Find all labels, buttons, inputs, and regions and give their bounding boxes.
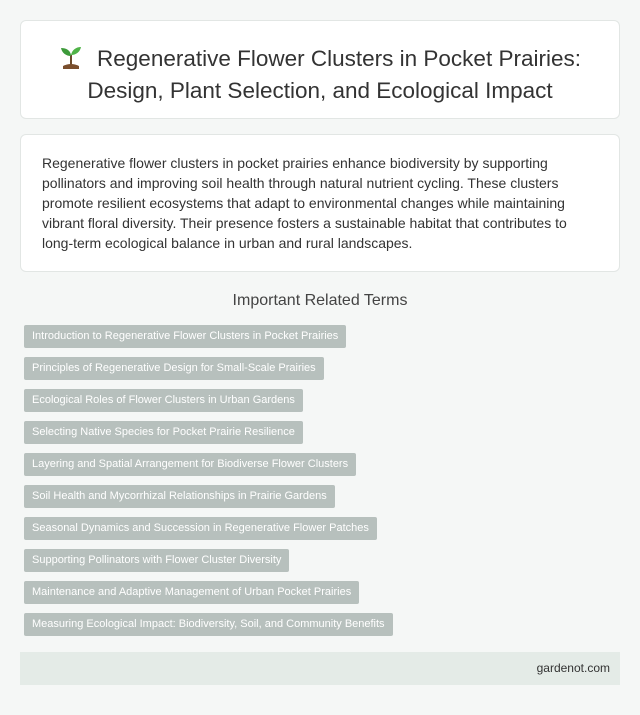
page-title: Regenerative Flower Clusters in Pocket P…: [87, 46, 581, 103]
summary-text: Regenerative flower clusters in pocket p…: [42, 155, 567, 251]
footer: gardenot.com: [20, 652, 620, 685]
title-card: Regenerative Flower Clusters in Pocket P…: [20, 20, 620, 119]
term-tag[interactable]: Principles of Regenerative Design for Sm…: [24, 357, 324, 380]
term-tag[interactable]: Introduction to Regenerative Flower Clus…: [24, 325, 347, 348]
term-tag[interactable]: Seasonal Dynamics and Succession in Rege…: [24, 517, 377, 540]
related-terms-heading: Important Related Terms: [232, 292, 408, 309]
term-tag[interactable]: Soil Health and Mycorrhizal Relationship…: [24, 485, 335, 508]
term-tag[interactable]: Layering and Spatial Arrangement for Bio…: [24, 453, 357, 476]
sprout-icon: [61, 47, 82, 69]
summary-card: Regenerative flower clusters in pocket p…: [20, 134, 620, 272]
page-title-container: Regenerative Flower Clusters in Pocket P…: [41, 43, 599, 107]
footer-site-link[interactable]: gardenot.com: [536, 661, 610, 675]
term-tag[interactable]: Maintenance and Adaptive Management of U…: [24, 581, 360, 604]
term-tag[interactable]: Selecting Native Species for Pocket Prai…: [24, 421, 303, 444]
term-tag[interactable]: Ecological Roles of Flower Clusters in U…: [24, 389, 303, 412]
term-tag[interactable]: Supporting Pollinators with Flower Clust…: [24, 549, 290, 572]
term-tag[interactable]: Measuring Ecological Impact: Biodiversit…: [24, 613, 393, 636]
